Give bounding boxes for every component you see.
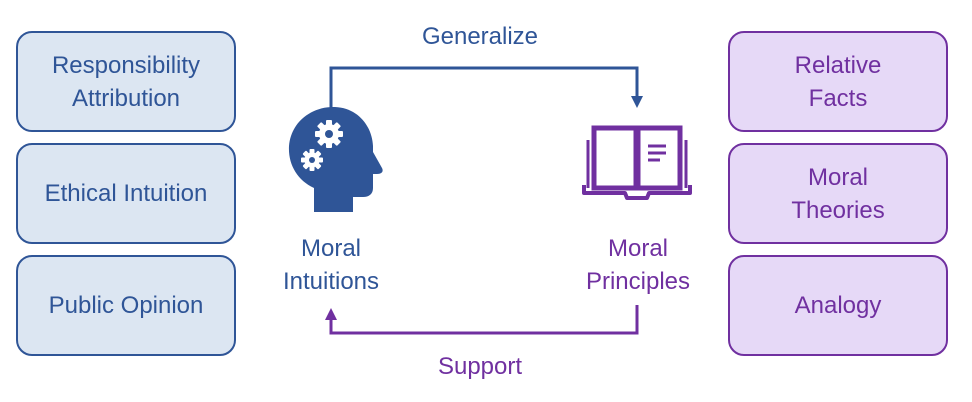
moral-intuitions-label: Moral Intuitions	[282, 235, 380, 295]
head-gears-icon	[288, 106, 383, 212]
ethical-intuition-box: Ethical Intuition	[16, 143, 236, 244]
moral-principles-label: Moral Principles	[585, 235, 691, 295]
analogy-label: Analogy	[794, 292, 882, 319]
relative-facts-box: Relative Facts	[728, 31, 948, 132]
moral-theories-label: Moral Theories	[791, 163, 885, 224]
ethical-intuition-label: Ethical Intuition	[44, 180, 208, 207]
moral-theories-box: Moral Theories	[728, 143, 948, 244]
generalize-label: Generalize	[421, 23, 539, 50]
open-book-icon	[582, 125, 692, 200]
support-arrow	[325, 305, 639, 335]
generalize-arrow	[329, 66, 643, 118]
public-opinion-box: Public Opinion	[16, 255, 236, 356]
responsibility-attribution-box: Responsibility Attribution	[16, 31, 236, 132]
responsibility-attribution-label: Responsibility Attribution	[51, 51, 201, 112]
analogy-box: Analogy	[728, 255, 948, 356]
relative-facts-label: Relative Facts	[794, 51, 882, 112]
support-label: Support	[437, 353, 523, 380]
public-opinion-label: Public Opinion	[48, 292, 204, 319]
